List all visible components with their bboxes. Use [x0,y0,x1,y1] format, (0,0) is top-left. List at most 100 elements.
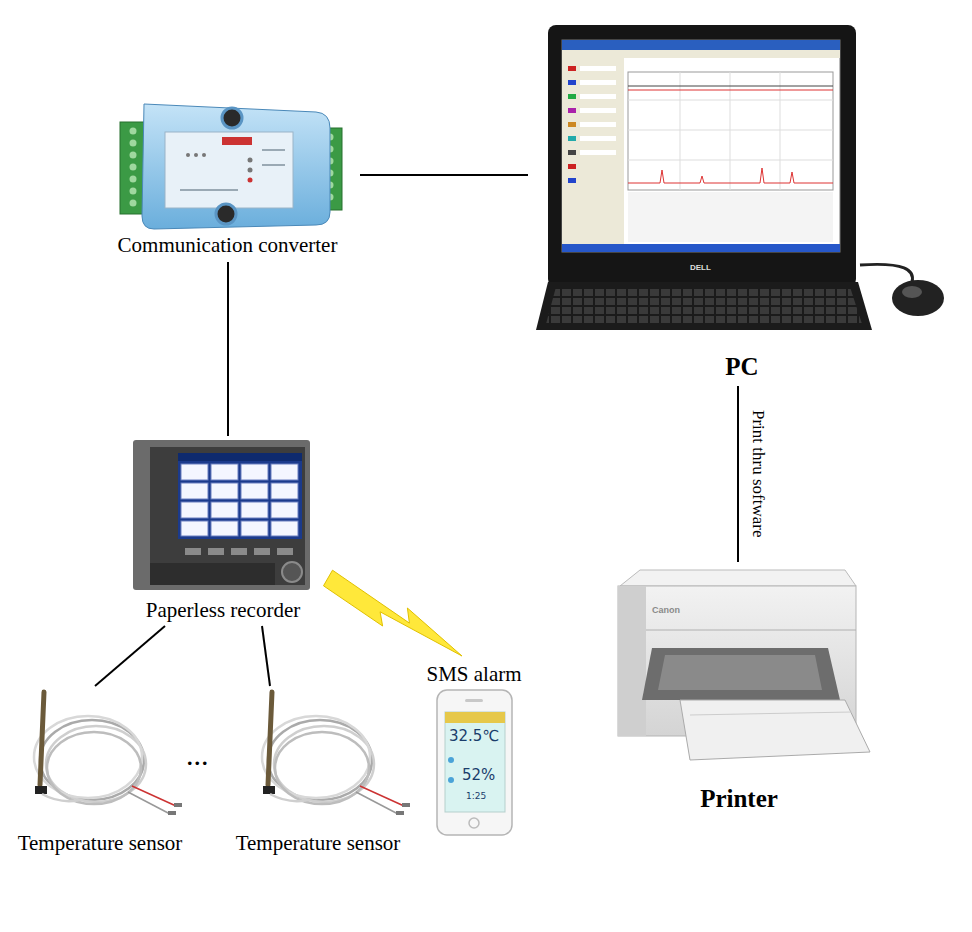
recorder-illustration-part [178,453,302,461]
pc-illustration-part [568,94,576,99]
pc-illustration-part [580,66,616,71]
converter-illustration-part [262,149,285,151]
pc-illustration-part [892,280,944,316]
converter-illustration-part [130,152,137,159]
printer-illustration-part [658,655,822,690]
label-holder: DELL [690,264,711,273]
converter-illustration-part [248,168,253,173]
recorder-illustration-part [271,521,298,536]
label-holder: 52% [462,767,495,784]
phone-illustration-part [448,757,454,763]
sensor-illustration-part [132,786,176,806]
recorder-illustration-part [241,464,268,480]
converter-illustration-part [130,140,137,147]
recorder-illustration-part [241,483,268,499]
pc-illustration-part [580,94,616,99]
recorder-illustration-part [271,502,298,518]
phone-illustration-part [465,699,483,702]
lightning-connector [324,570,463,656]
device-caption: Temperature sensor [18,831,183,856]
label-holder: 1:25 [466,792,486,802]
screen-reading: 52% [462,767,495,784]
pc-illustration-part [680,262,724,276]
pc-illustration-part [628,86,833,87]
printer-illustration [618,570,870,760]
recorder-illustration-part [211,483,238,499]
sensor-illustration-part [168,811,176,815]
phone-node: SMS alarm [412,656,536,840]
screen-reading: 32.5℃ [449,728,499,745]
pc-illustration-part [568,108,576,113]
phone-illustration-part [445,712,505,723]
recorder-illustration-part [211,464,238,480]
phone-illustration [437,690,512,835]
printer-illustration-part [680,700,870,760]
phone-illustration-part [445,712,505,812]
converter-illustration-part [222,137,252,145]
sensor-illustration-part [402,803,410,807]
converter-illustration-part [180,189,238,191]
pc-illustration-part [562,50,840,58]
pc-illustration-part [580,136,616,141]
phone-illustration-part [448,777,454,783]
sensor-illustration-part [275,732,369,804]
connector-line [737,386,739,562]
device-caption: Temperature sensor [236,831,401,856]
converter-illustration-part [142,104,330,229]
converter-illustration-part [130,176,137,183]
pc-illustration-part [580,122,616,127]
device-caption: Printer [700,784,778,814]
sensor-illustration-part [356,792,398,814]
sensor-node: Temperature sensor [2,686,198,858]
converter-illustration-part [130,164,137,171]
device-caption: SMS alarm [426,662,521,687]
pc-illustration [536,25,944,330]
connector-line [360,174,528,176]
pc-illustration-part [568,66,576,71]
converter-illustration [120,104,342,229]
pc-illustration-part [628,90,833,91]
sensor-illustration-part [396,811,404,815]
pc-illustration-part [628,168,833,183]
recorder-illustration-part [241,521,268,536]
recorder-illustration-part [185,548,201,555]
sensor-illustration [34,692,182,815]
phone-illustration-part [469,818,479,828]
sensor-illustration-part [263,786,275,794]
sensor-illustration-part [35,786,47,794]
recorder-illustration-part [181,464,208,480]
connector-line [95,626,165,686]
converter-illustration-part [130,200,137,207]
recorder-illustration-part [150,447,305,585]
recorder-illustration-part [282,562,302,582]
screen-time: 1:25 [466,792,486,802]
recorder-illustration-part [150,563,275,585]
recorder-illustration-part [181,483,208,499]
brand-mark: DELL [690,264,711,273]
brand-mark: Canon [652,606,680,616]
connector-line [262,626,270,686]
label-holder: Canon [652,606,680,616]
ellipsis-mark: ... [186,738,209,771]
pc-illustration-part [580,80,616,85]
pc-illustration-part [628,192,833,242]
sensor-illustration-part [268,692,272,785]
converter-illustration-part [202,153,206,157]
converter-illustration-part [130,128,137,135]
pc-illustration-part [562,244,840,252]
recorder-illustration-part [133,440,310,590]
recorder-illustration-part [178,453,302,539]
recorder-node: Paperless recorder [118,436,328,626]
pc-illustration-part [568,80,576,85]
printer-illustration-part [690,712,852,715]
phone-illustration-part [437,690,512,835]
label-holder: 32.5℃ [449,728,499,745]
sensor-illustration-part [40,692,44,785]
printer-illustration-part [642,648,840,700]
device-caption: Communication converter [118,233,338,258]
pc-illustration-part [546,287,862,324]
pc-illustration-part [536,282,872,330]
sensor-illustration-part [128,792,170,814]
recorder-illustration-part [181,502,208,518]
pc-illustration-part [628,72,833,190]
